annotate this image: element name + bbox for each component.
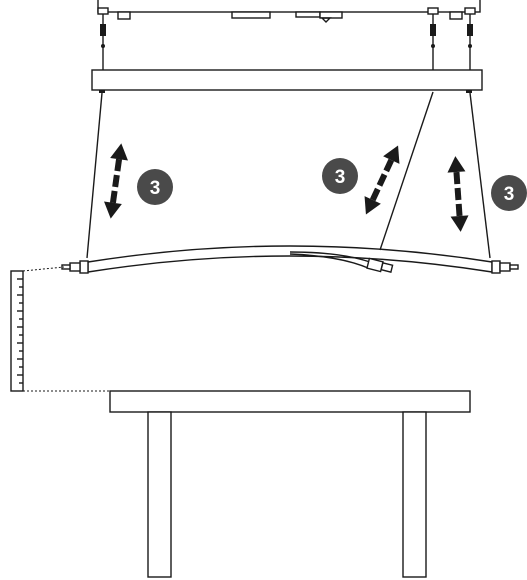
suspension-hook-left — [97, 7, 109, 48]
double-headed-vertical-arrow-icon — [447, 156, 469, 232]
step-badge-label: 3 — [504, 184, 515, 205]
light-tube — [61, 245, 519, 274]
step-badge-label: 3 — [335, 167, 346, 188]
suspension-hook-center — [427, 7, 439, 48]
ceiling-fixture — [97, 0, 481, 23]
step-badge-label: 3 — [150, 178, 161, 199]
suspension-hook-right — [464, 7, 476, 48]
step-badge-right: 3 — [491, 175, 527, 211]
mounting-bar — [91, 48, 483, 93]
measuring-ruler-icon — [10, 266, 112, 392]
step-badge-left: 3 — [137, 169, 173, 205]
double-headed-vertical-arrow-icon — [364, 145, 400, 215]
double-headed-vertical-arrow-icon — [104, 143, 128, 219]
step-badge-center: 3 — [322, 158, 358, 194]
suspension-wires — [86, 91, 491, 259]
table — [109, 390, 471, 578]
